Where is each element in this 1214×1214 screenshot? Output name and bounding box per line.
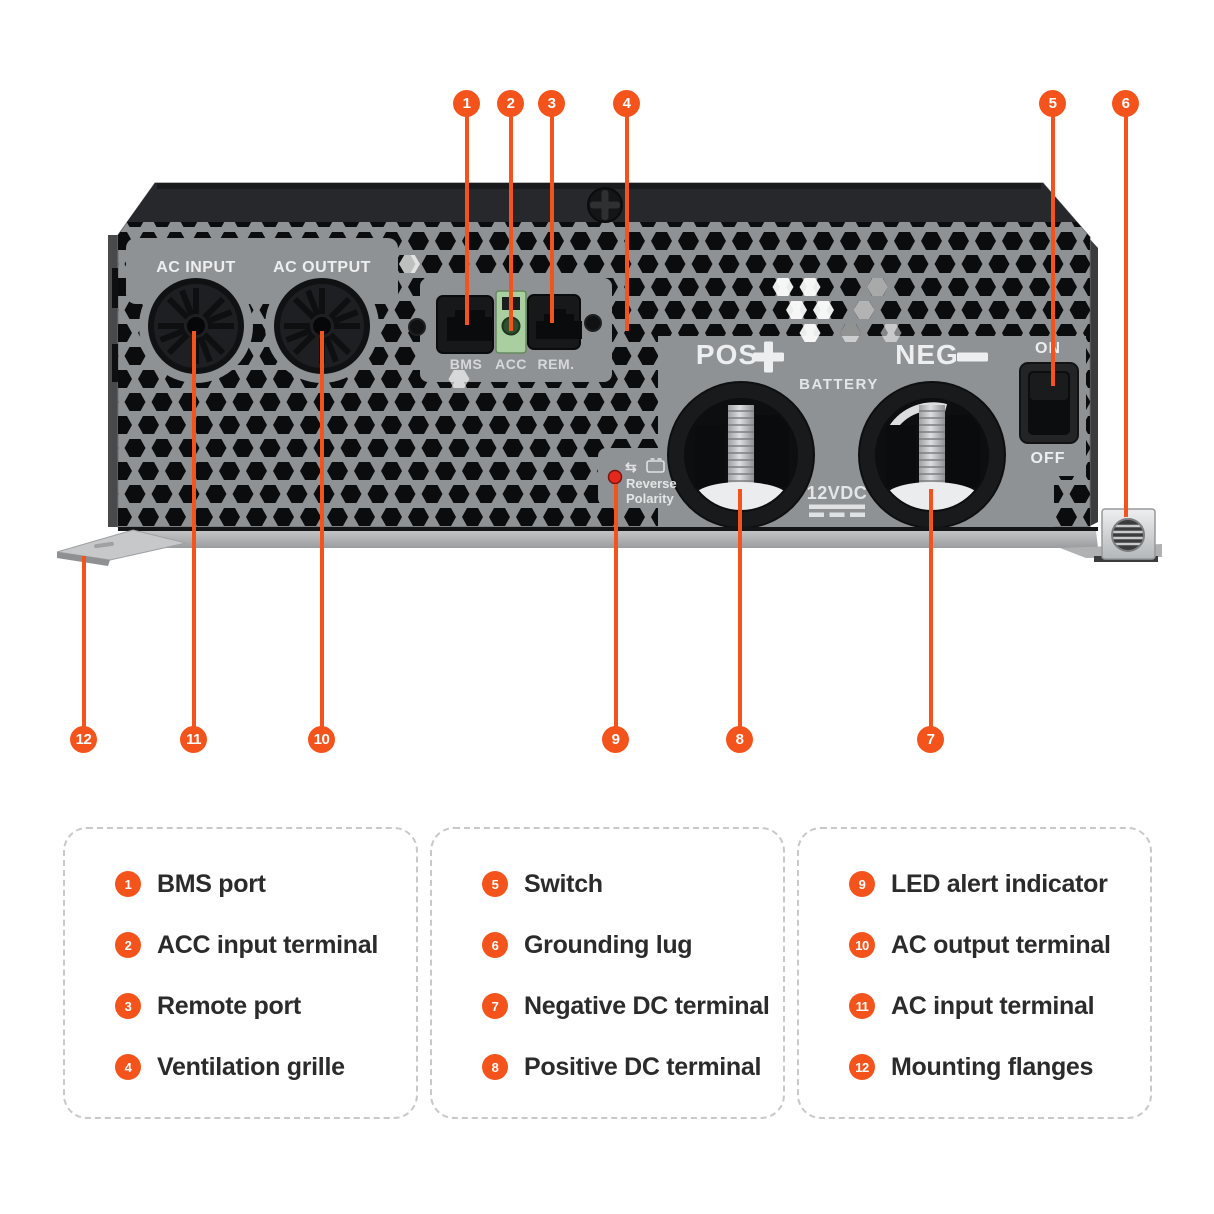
legend-item: 12 Mounting flanges bbox=[849, 1052, 1140, 1081]
callout-line-7 bbox=[929, 489, 933, 732]
left-edge-slot-2 bbox=[112, 344, 118, 382]
legend-item: 7 Negative DC terminal bbox=[482, 991, 773, 1020]
swap-arrows-icon: ⇆ bbox=[625, 459, 637, 475]
pos-label: POS bbox=[696, 339, 758, 370]
callout-line-6 bbox=[1124, 112, 1128, 517]
grounding-lug bbox=[1101, 508, 1156, 560]
callout-line-8 bbox=[738, 489, 742, 732]
callout-line-12 bbox=[82, 556, 86, 732]
dc-rating-label: 12VDC bbox=[807, 483, 868, 503]
legend-badge: 5 bbox=[482, 871, 508, 897]
callout-line-5 bbox=[1051, 112, 1055, 386]
callout-line-1 bbox=[465, 112, 469, 325]
legend-item: 5 Switch bbox=[482, 869, 773, 898]
callout-1: 1 bbox=[453, 90, 480, 117]
callout-line-10 bbox=[320, 331, 324, 732]
legend-badge: 10 bbox=[849, 932, 875, 958]
legend-badge: 2 bbox=[115, 932, 141, 958]
legend-item: 11 AC input terminal bbox=[849, 991, 1140, 1020]
callout-6: 6 bbox=[1112, 90, 1139, 117]
left-edge-slot-1 bbox=[112, 268, 118, 308]
device-illustration: AC INPUT AC OUTPUT bbox=[56, 182, 1162, 566]
ac-output-label: AC OUTPUT bbox=[273, 259, 371, 276]
legend-item: 6 Grounding lug bbox=[482, 930, 773, 959]
callout-line-3 bbox=[550, 112, 554, 323]
led-alert-indicator bbox=[607, 469, 623, 485]
legend-label: AC input terminal bbox=[891, 991, 1095, 1020]
screw-hole-right bbox=[584, 314, 602, 332]
screw-hole-left bbox=[408, 318, 426, 336]
remote-port bbox=[527, 294, 582, 350]
switch-off-label: OFF bbox=[1031, 450, 1066, 467]
battery-label: BATTERY bbox=[799, 376, 879, 393]
legend-badge: 6 bbox=[482, 932, 508, 958]
bms-label: BMS bbox=[450, 356, 483, 372]
neg-label: NEG bbox=[895, 339, 959, 370]
ac-input-grommet bbox=[148, 278, 244, 374]
legend-item: 4 Ventilation grille bbox=[115, 1052, 406, 1081]
legend-badge: 8 bbox=[482, 1054, 508, 1080]
callout-line-9 bbox=[614, 484, 618, 732]
callout-2: 2 bbox=[497, 90, 524, 117]
callout-5: 5 bbox=[1039, 90, 1066, 117]
positive-dc-terminal bbox=[667, 381, 815, 529]
plus-icon bbox=[753, 341, 784, 373]
callout-3: 3 bbox=[538, 90, 565, 117]
battery-icon bbox=[646, 458, 665, 473]
chassis-bottom-line bbox=[118, 527, 1098, 531]
legend-badge: 3 bbox=[115, 993, 141, 1019]
minus-icon bbox=[957, 352, 988, 362]
power-switch bbox=[1019, 362, 1079, 444]
legend-item: 1 BMS port bbox=[115, 869, 406, 898]
ac-input-label: AC INPUT bbox=[156, 259, 236, 276]
legend-label: Remote port bbox=[157, 991, 301, 1020]
legend-badge: 7 bbox=[482, 993, 508, 1019]
legend-box-3: 9 LED alert indicator 10 AC output termi… bbox=[797, 827, 1152, 1119]
callout-4: 4 bbox=[613, 90, 640, 117]
legend-box-1: 1 BMS port 2 ACC input terminal 3 Remote… bbox=[63, 827, 418, 1119]
legend-badge: 9 bbox=[849, 871, 875, 897]
top-screw bbox=[587, 187, 623, 223]
legend-label: Positive DC terminal bbox=[524, 1052, 762, 1081]
legend-item: 8 Positive DC terminal bbox=[482, 1052, 773, 1081]
legend-item: 10 AC output terminal bbox=[849, 930, 1140, 959]
legend-label: Switch bbox=[524, 869, 603, 898]
rem-label: REM. bbox=[538, 356, 575, 372]
acc-label: ACC bbox=[495, 356, 527, 372]
callout-line-11 bbox=[192, 331, 196, 732]
legend-label: Grounding lug bbox=[524, 930, 693, 959]
callout-10: 10 bbox=[308, 726, 335, 753]
dc-symbol-icon bbox=[809, 504, 865, 517]
legend-label: LED alert indicator bbox=[891, 869, 1108, 898]
legend-label: BMS port bbox=[157, 869, 266, 898]
reverse-polarity-label-1: Reverse bbox=[626, 476, 677, 491]
legend-badge: 12 bbox=[849, 1054, 875, 1080]
callout-7: 7 bbox=[917, 726, 944, 753]
switch-on-label: ON bbox=[1035, 340, 1061, 357]
legend-label: Mounting flanges bbox=[891, 1052, 1094, 1081]
legend-item: 2 ACC input terminal bbox=[115, 930, 406, 959]
negative-dc-terminal bbox=[858, 381, 1006, 529]
reverse-polarity-label-2: Polarity bbox=[626, 491, 674, 506]
callout-9: 9 bbox=[602, 726, 629, 753]
legend-badge: 4 bbox=[115, 1054, 141, 1080]
legend-badge: 11 bbox=[849, 993, 875, 1019]
legend-label: Negative DC terminal bbox=[524, 991, 770, 1020]
legend-label: Ventilation grille bbox=[157, 1052, 345, 1081]
callout-8: 8 bbox=[726, 726, 753, 753]
chassis-top-edge-line bbox=[157, 183, 1041, 189]
callout-12: 12 bbox=[70, 726, 97, 753]
legend-badge: 1 bbox=[115, 871, 141, 897]
callout-line-4 bbox=[625, 112, 629, 331]
legend-label: AC output terminal bbox=[891, 930, 1111, 959]
legend-box-2: 5 Switch 6 Grounding lug 7 Negative DC t… bbox=[430, 827, 785, 1119]
callout-11: 11 bbox=[180, 726, 207, 753]
callout-line-2 bbox=[509, 112, 513, 331]
legend-item: 3 Remote port bbox=[115, 991, 406, 1020]
legend-label: ACC input terminal bbox=[157, 930, 378, 959]
legend-item: 9 LED alert indicator bbox=[849, 869, 1140, 898]
